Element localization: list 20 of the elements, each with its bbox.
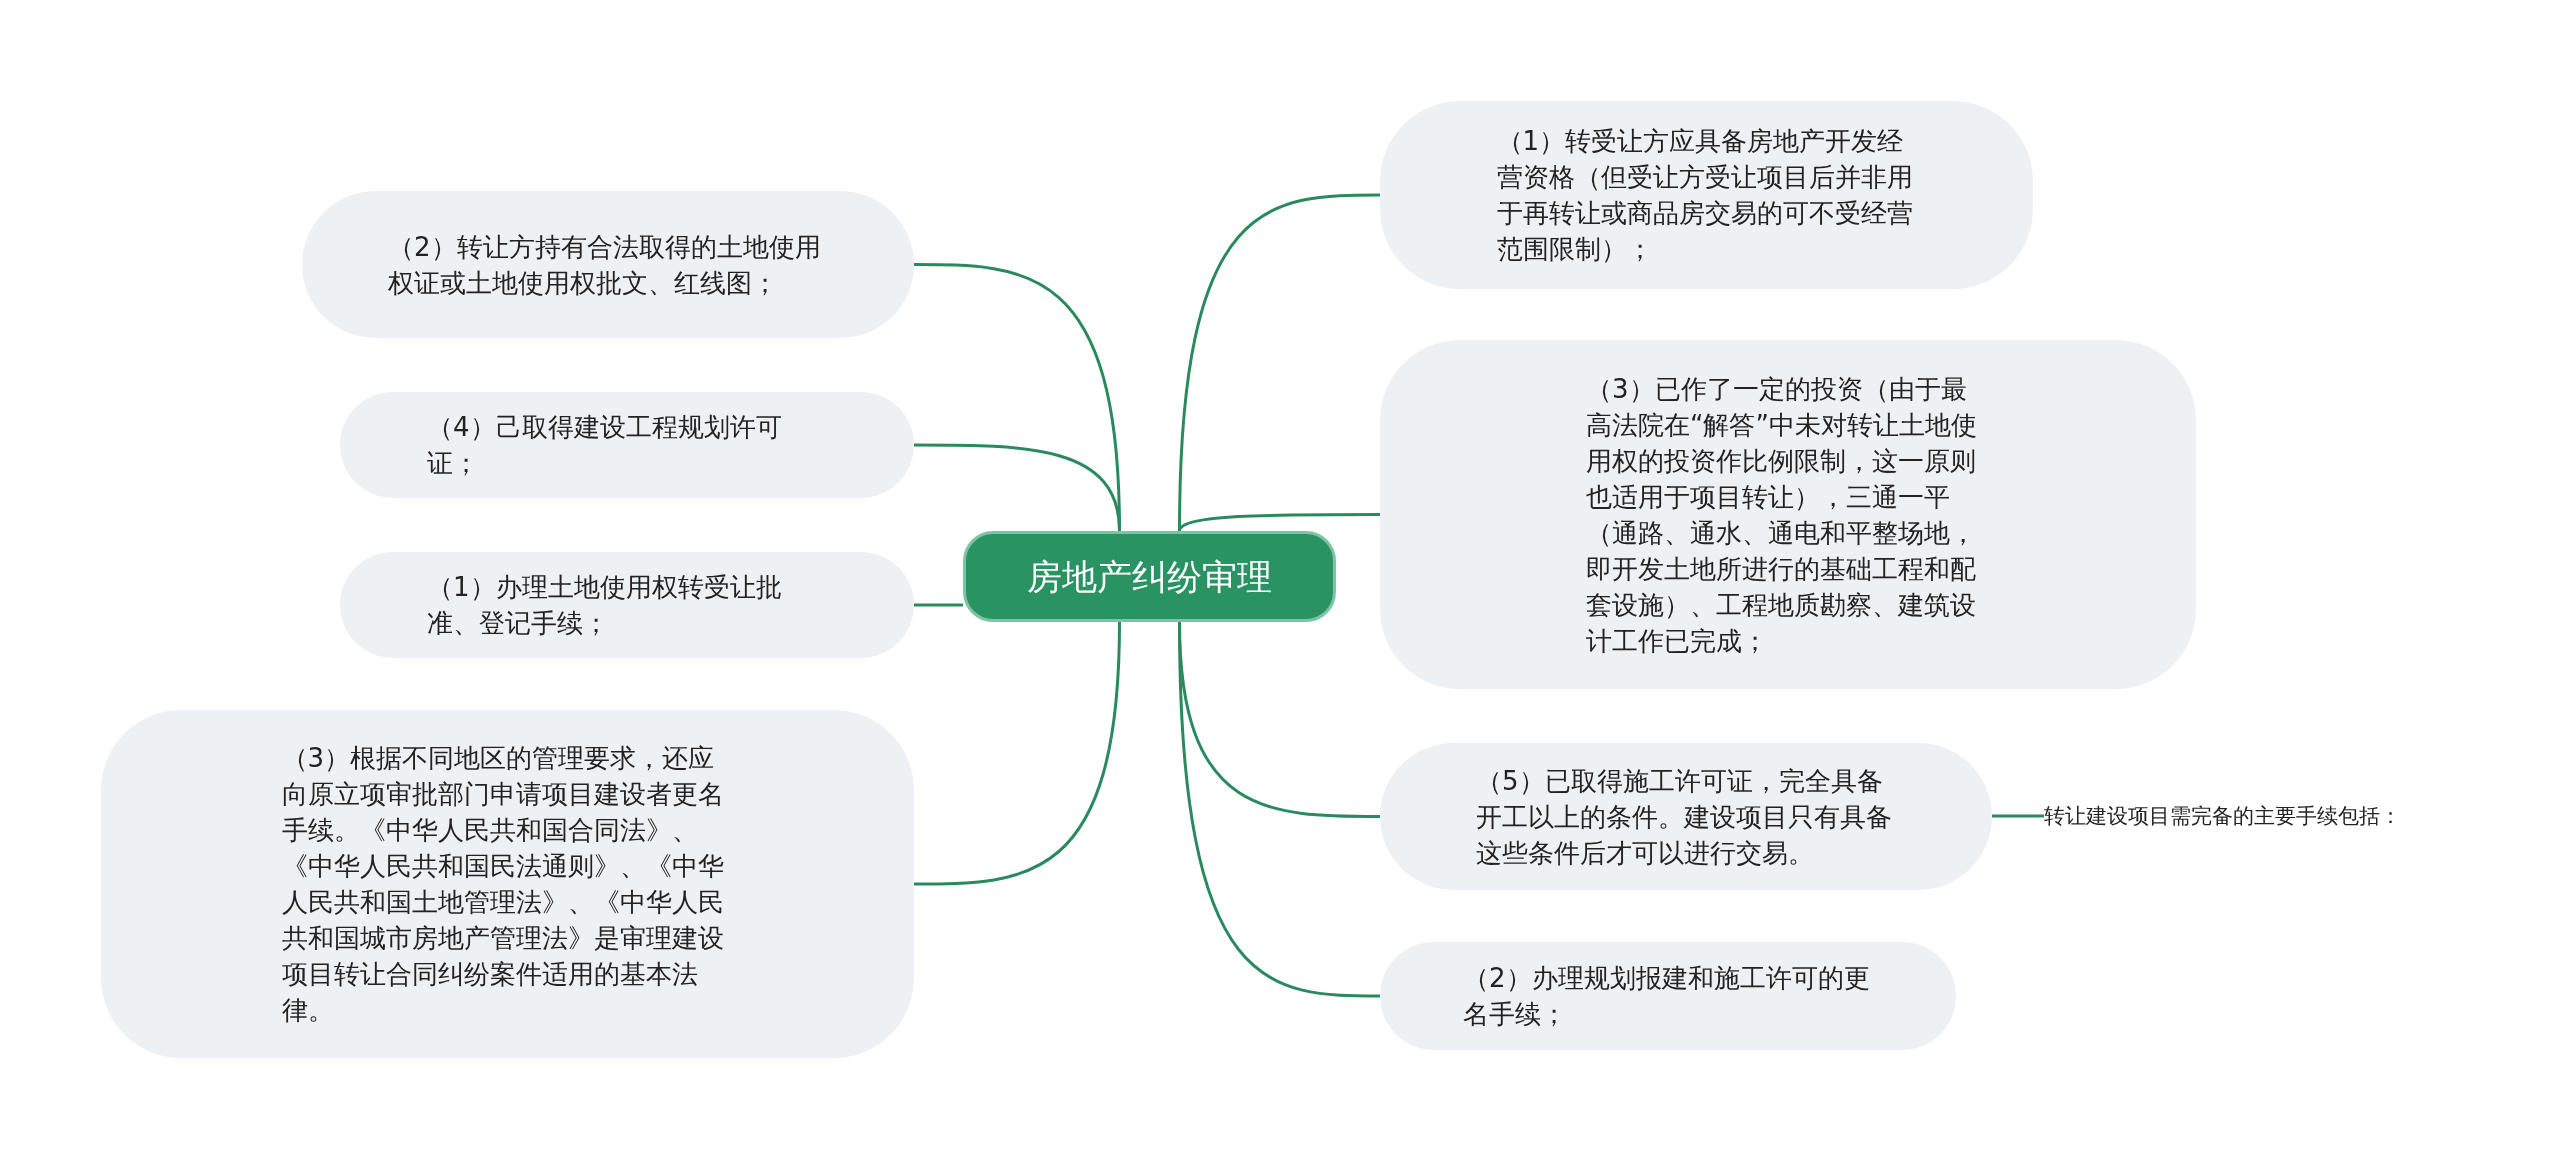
connector-line (914, 443, 1121, 532)
topic-text: （3）根据不同地区的管理要求，还应向原立项审批部门申请项目建设者更名手续。《中华人民共和国合同法》、《中华人民共和国民法通则》、《中华人民共和国土地管理法》、《中华人民共和国城市房地产管理法》是审理建设项目转让合同纠纷案件适用的基本法律。 (281, 742, 725, 1027)
topic-text: （2）转让方持有合法取得的土地使用权证或土地使用权批文、红线图； (388, 230, 822, 300)
central-topic (963, 531, 1336, 622)
topic-text: （1）办理土地使用权转受让批准、登记手续； (427, 571, 783, 640)
topic-text: （5）已取得施工许可证，完全具备开工以上的条件。建设项目只有具备这些条件后才可以进行交易。 (1476, 764, 1893, 870)
connector-line (1992, 814, 2044, 818)
connector-line (1178, 513, 1380, 532)
topic-bubble (101, 710, 914, 1058)
topic-text: （2）办理规划报建和施工许可的更名手续； (1463, 962, 1871, 1031)
topic-text: （4）己取得建设工程规划许可证； (427, 411, 783, 480)
topic-bubble (1380, 340, 2196, 689)
connector-line (1178, 193, 1380, 532)
connector-line (914, 621, 1121, 886)
topic-text: （3）已作了一定的投资（由于最高法院在“解答”中未对转让土地使用权的投资作比例限制，这一原则也适用于项目转让），三通一平（通路、通水、通电和平整场地，即开发土地所进行的基础工程和配套设施）、工程地质勘察、建筑设计工作已完成； (1586, 372, 1978, 658)
note-text: 转让建设项目需完备的主要手续包括： (2044, 803, 2401, 830)
connector-line (1178, 621, 1380, 998)
connector-line (914, 603, 963, 607)
topic-text: 房地产纠纷审理 (1027, 555, 1272, 599)
topic-text: （1）转受让方应具备房地产开发经营资格（但受让方受让项目后并非用于再转让或商品房交易的可不受经营范围限制）； (1496, 125, 1914, 266)
